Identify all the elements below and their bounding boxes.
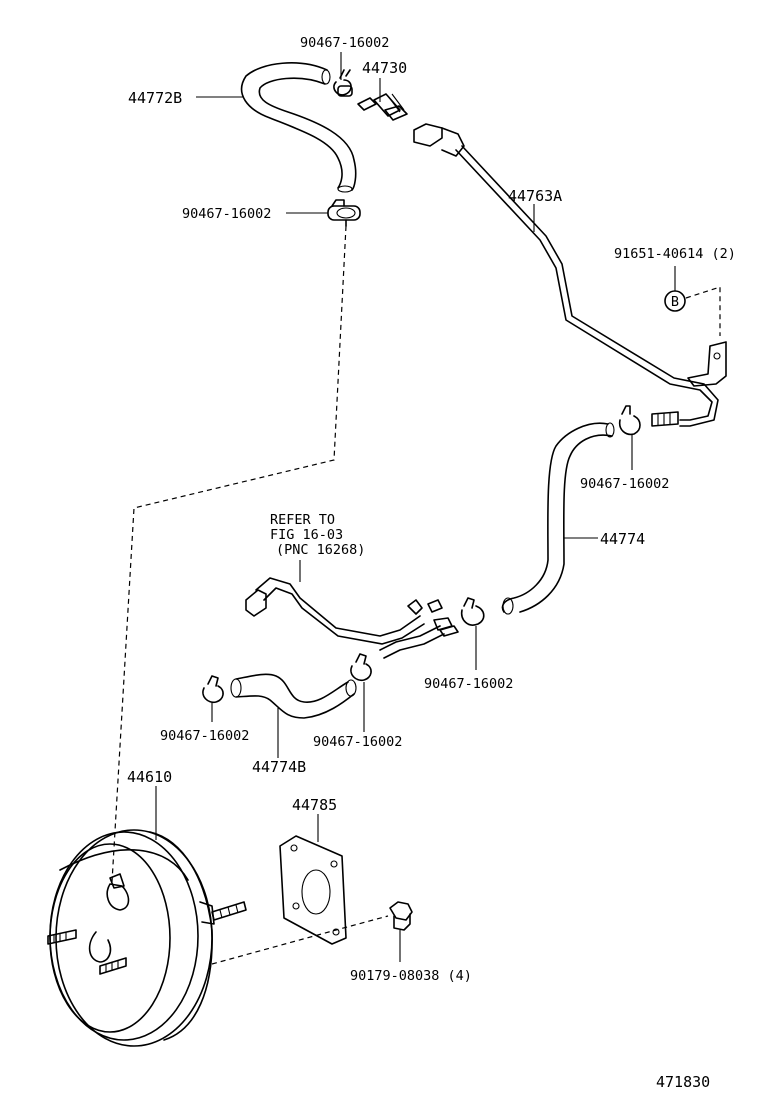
nut-90179[interactable] [389,901,413,931]
label-clip-left: 90467-16002 [182,206,271,222]
label-clip-right: 90467-16002 [580,476,669,492]
hose-clip-right[interactable] [618,405,641,436]
label-clip-mid: 90467-16002 [424,676,513,692]
routing-dash-bottom [211,915,389,965]
gasket-44785[interactable] [279,835,347,945]
hose-44774b[interactable] [230,673,357,719]
label-clip-top: 90467-16002 [300,35,389,51]
routing-dash-left [111,225,347,883]
hose-44772b[interactable] [240,62,357,193]
label-44785: 44785 [292,796,337,814]
hose-clip-lower-left[interactable] [202,675,224,704]
label-44610: 44610 [127,768,172,786]
label-clip-lower-left: 90467-16002 [160,728,249,744]
vacuum-tube-44763a[interactable] [413,123,727,427]
hose-clip-lower-mid[interactable] [350,653,372,682]
label-clip-lower-mid: 90467-16002 [313,734,402,750]
label-refer-1: REFER TO [270,512,335,528]
label-44774: 44774 [600,530,645,548]
tube-assembly-ref[interactable] [245,577,459,659]
ref-circle-b: B [664,290,686,312]
diagram-number: 471830 [656,1073,710,1091]
label-refer-2: FIG 16-03 [270,527,343,543]
label-91651: 91651-40614 (2) [614,246,736,262]
label-refer-3: (PNC 16268) [276,542,365,558]
hose-44774[interactable] [501,422,615,615]
label-44772b: 44772B [128,89,182,107]
label-44730: 44730 [362,59,407,77]
hose-clip-left[interactable] [327,199,361,227]
label-44763a: 44763A [508,187,562,205]
hose-clip-top[interactable] [333,69,353,97]
ref-b-label: B [671,294,679,310]
hose-clip-mid[interactable] [460,597,485,626]
brake-booster-44610[interactable] [47,829,247,1047]
label-44774b: 44774B [252,758,306,776]
label-90179: 90179-08038 (4) [350,968,472,984]
check-valve-44730[interactable] [357,93,408,121]
